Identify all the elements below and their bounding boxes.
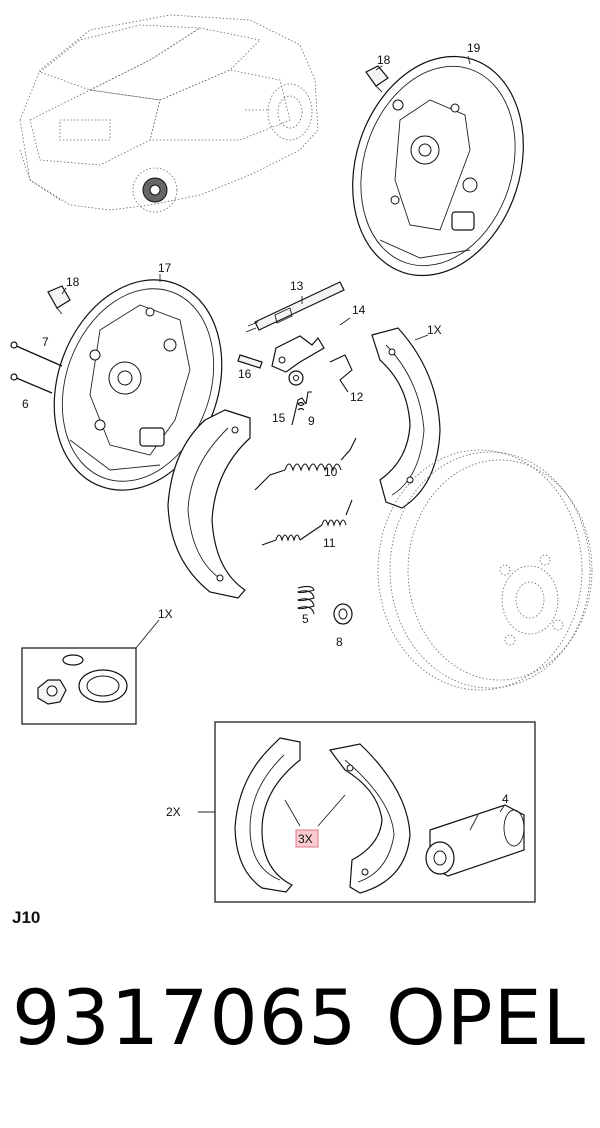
callout-8: 8	[336, 635, 343, 649]
spring-12	[329, 354, 353, 393]
leader-lines	[61, 55, 505, 827]
callout-14: 14	[352, 303, 366, 317]
qty-3x-highlight: 3X	[298, 832, 313, 846]
washer-15	[288, 370, 304, 386]
callout-15: 15	[272, 411, 286, 425]
callout-5: 5	[302, 612, 309, 626]
brand-name: OPEL	[385, 973, 586, 1062]
qty-1x-shoe-right: 1X	[427, 323, 442, 337]
qty-2x-kit: 2X	[166, 805, 181, 819]
callout-10: 10	[324, 465, 338, 479]
callout-13: 13	[290, 279, 304, 293]
brake-kit-box	[214, 721, 536, 903]
brake-shoe-right	[371, 327, 441, 509]
backing-plate-19	[352, 55, 524, 277]
car-outline-illustration	[19, 14, 319, 213]
highlight-3x	[295, 829, 319, 848]
callout-17: 17	[158, 261, 172, 275]
spring-10	[254, 437, 357, 491]
backing-plate-17	[53, 279, 223, 491]
brake-shoe-left	[167, 409, 251, 599]
callout-11: 11	[323, 536, 336, 550]
pin-16	[237, 354, 263, 369]
spring-9	[291, 391, 312, 426]
bolt-7	[10, 341, 63, 367]
spring-11	[261, 499, 353, 546]
spring-5	[296, 585, 315, 615]
callout-9: 9	[308, 414, 315, 428]
callout-18-left: 18	[66, 275, 80, 289]
washer-8	[333, 603, 353, 625]
brake-drum	[377, 449, 593, 691]
callout-19: 19	[467, 41, 481, 55]
adjuster-lever-14	[271, 335, 325, 373]
bolt-6	[10, 373, 53, 394]
section-code: J10	[12, 908, 41, 927]
callout-7: 7	[42, 335, 49, 349]
seal-kit-box	[21, 647, 137, 725]
product-footer: 9317065 OPEL	[0, 980, 600, 1090]
adjuster-rod-13	[245, 281, 345, 333]
callout-6: 6	[22, 397, 29, 411]
bleed-screw-18-top	[365, 65, 389, 93]
part-number: 9317065	[12, 973, 358, 1062]
bleed-screw-18-left	[47, 285, 71, 315]
callout-16: 16	[238, 367, 252, 381]
callout-18-top: 18	[377, 53, 391, 67]
callout-4: 4	[502, 792, 509, 806]
qty-1x-shoe-left: 1X	[158, 607, 173, 621]
callout-12: 12	[350, 390, 364, 404]
